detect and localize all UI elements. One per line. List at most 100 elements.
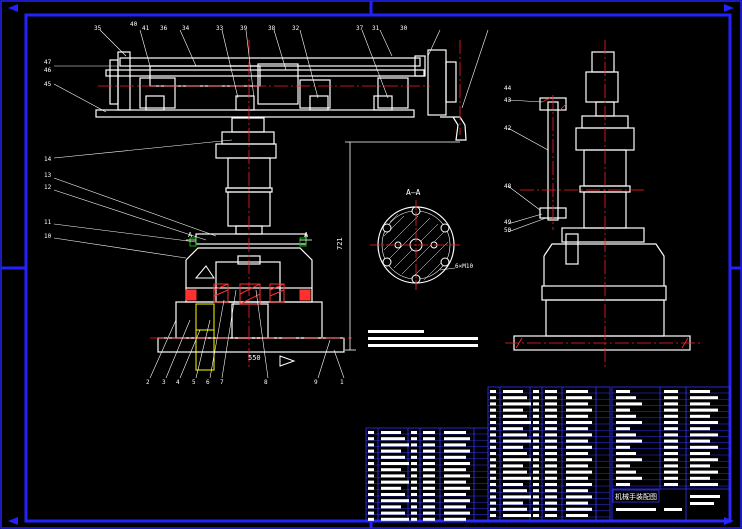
table-cell-text bbox=[490, 433, 496, 437]
table-cell-text bbox=[545, 514, 557, 517]
callout-38: 38 bbox=[268, 25, 276, 32]
callout-2: 2 bbox=[146, 379, 150, 386]
table-cell-text bbox=[503, 476, 531, 480]
table-cell-text bbox=[490, 483, 496, 486]
callout-numbers: 47 46 45 14 13 12 11 10 35 40 41 36 34 3… bbox=[44, 21, 512, 386]
table-cell-text bbox=[664, 508, 682, 511]
table-cell-text bbox=[616, 390, 630, 393]
table-cell-text bbox=[690, 396, 718, 400]
callout-45: 45 bbox=[44, 81, 52, 88]
table-cell-text bbox=[411, 443, 417, 447]
table-cell-text bbox=[690, 390, 710, 393]
table-cell-text bbox=[690, 483, 718, 486]
table-cell-text bbox=[533, 445, 539, 449]
table-cell-text bbox=[503, 402, 531, 406]
table-cell-text bbox=[690, 402, 710, 406]
callout-40: 40 bbox=[130, 21, 138, 28]
table-cell-text bbox=[381, 486, 401, 490]
table-cell-text bbox=[616, 439, 642, 443]
table-cell-text bbox=[690, 439, 710, 443]
table-cell-text bbox=[545, 421, 557, 424]
table-cell-text bbox=[423, 443, 435, 447]
table-cell-text bbox=[444, 480, 466, 484]
table-cell-text bbox=[411, 431, 417, 434]
table-cell-text bbox=[490, 501, 496, 505]
table-cell-text bbox=[444, 493, 466, 496]
table-cell-text bbox=[411, 474, 417, 478]
accent-parts bbox=[189, 237, 307, 371]
callout-42: 42 bbox=[504, 125, 512, 132]
table-cell-text bbox=[616, 458, 642, 462]
table-cell-text bbox=[503, 390, 523, 393]
table-cell-text bbox=[545, 470, 557, 474]
table-cell-text bbox=[444, 511, 470, 515]
table-cell-text bbox=[690, 445, 718, 449]
table-cell-text bbox=[533, 483, 539, 486]
table-cell-text bbox=[616, 445, 630, 449]
height-dimension bbox=[345, 141, 460, 351]
table-cell-text bbox=[664, 433, 678, 437]
table-cell-text bbox=[444, 462, 470, 465]
table-cell-text bbox=[411, 486, 417, 490]
table-cell-text bbox=[444, 468, 466, 472]
table-cell-text bbox=[423, 505, 435, 509]
table-cell-text bbox=[545, 507, 557, 511]
table-cell-text bbox=[423, 449, 435, 453]
table-cell-text bbox=[490, 408, 496, 412]
table-cell-text bbox=[690, 502, 714, 505]
table-cell-text bbox=[545, 427, 557, 431]
table-cell-text bbox=[616, 452, 636, 455]
table-cell-text bbox=[566, 439, 588, 443]
table-cell-text bbox=[664, 408, 678, 412]
table-cell-text bbox=[490, 470, 496, 474]
table-cell-text bbox=[423, 431, 435, 434]
table-cell-text bbox=[503, 507, 527, 511]
table-cell-text bbox=[503, 396, 527, 400]
table-cell-text bbox=[423, 437, 435, 441]
table-cell-text bbox=[368, 443, 374, 447]
table-cell-text bbox=[545, 402, 557, 406]
front-view bbox=[95, 49, 467, 353]
table-cell-text bbox=[533, 514, 539, 517]
table-cell-text bbox=[503, 433, 527, 437]
table-cell-text bbox=[533, 408, 539, 412]
table-cell-text bbox=[616, 508, 656, 511]
table-cell-text bbox=[381, 517, 409, 521]
table-cell-text bbox=[368, 517, 374, 521]
callout-44: 44 bbox=[504, 85, 512, 92]
table-cell-text bbox=[411, 455, 417, 459]
table-cell-text bbox=[444, 431, 466, 434]
callout-4: 4 bbox=[176, 379, 180, 386]
callout-47: 47 bbox=[44, 59, 52, 66]
table-cell-text bbox=[368, 474, 374, 478]
table-cell-text bbox=[381, 443, 409, 447]
table-cell-text bbox=[566, 433, 592, 437]
table-cell-text bbox=[423, 474, 435, 478]
table-cell-text bbox=[533, 501, 539, 505]
table-cell-text bbox=[533, 402, 539, 406]
callout-34: 34 bbox=[182, 25, 190, 32]
table-cell-text bbox=[444, 437, 470, 441]
table-cell-text bbox=[423, 486, 435, 490]
table-cell-text bbox=[503, 514, 531, 517]
parts-list-table bbox=[365, 386, 731, 522]
callout-50: 50 bbox=[504, 227, 512, 234]
table-cell-text bbox=[411, 511, 417, 515]
table-cell-text bbox=[490, 458, 496, 462]
table-cell-text bbox=[533, 427, 539, 431]
table-cell-text bbox=[616, 464, 630, 468]
table-cell-text bbox=[411, 499, 417, 503]
table-cell-text bbox=[664, 464, 678, 468]
table-cell-text bbox=[545, 408, 557, 412]
table-cell-text bbox=[533, 421, 539, 424]
table-cell-text bbox=[545, 458, 557, 462]
table-cell-text bbox=[664, 414, 678, 418]
table-cell-text bbox=[490, 489, 496, 493]
side-view-hatch bbox=[515, 97, 689, 349]
table-cell-text bbox=[616, 408, 630, 412]
table-cell-text bbox=[566, 501, 588, 505]
table-cell-text bbox=[566, 408, 592, 412]
callout-43: 43 bbox=[504, 97, 512, 104]
table-cell-text bbox=[664, 476, 678, 480]
